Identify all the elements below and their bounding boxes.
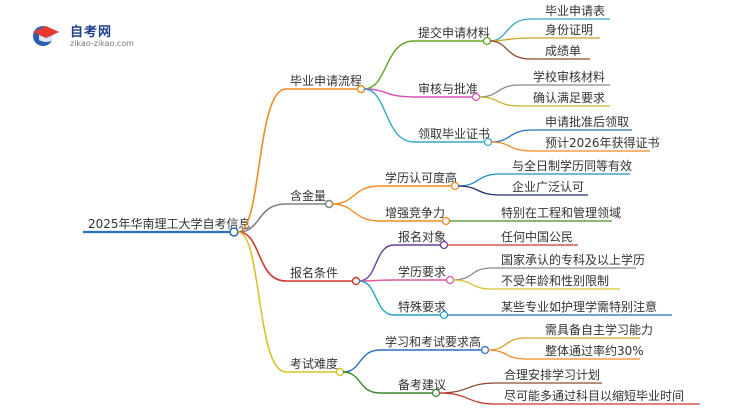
branch-signup-label: 报名条件 bbox=[290, 265, 338, 280]
branch-value[interactable]: 含金量 bbox=[286, 188, 334, 209]
svg-text:与全日制学历同等有效: 与全日制学历同等有效 bbox=[512, 158, 632, 173]
root-node[interactable]: 2025年华南理工大学自考信息 bbox=[83, 216, 251, 237]
node-education-label: 学历要求 bbox=[398, 264, 446, 279]
svg-text:尽可能多通过科目以缩短毕业时间: 尽可能多通过科目以缩短毕业时间 bbox=[504, 388, 684, 403]
branch-value-label: 含金量 bbox=[290, 188, 326, 203]
node-advice-label: 备考建议 bbox=[398, 378, 446, 392]
node-certificate[interactable]: 领取毕业证书 bbox=[414, 127, 493, 147]
node-special-label: 特殊要求 bbox=[398, 299, 446, 314]
node-competitiveness-label: 增强竞争力 bbox=[385, 206, 445, 220]
edge-root-difficulty bbox=[237, 231, 287, 373]
branch-process-label: 毕业申请流程 bbox=[290, 73, 362, 88]
leaf-widely-accepted[interactable]: 企业广泛认可 bbox=[500, 179, 588, 196]
node-study-requirements-label: 学习和考试要求高 bbox=[385, 334, 481, 349]
node-recognition-label: 学历认可度高 bbox=[385, 170, 457, 185]
svg-text:申请批准后领取: 申请批准后领取 bbox=[545, 114, 629, 129]
leaf-nursing-note[interactable]: 某些专业如护理学需特别注意 bbox=[490, 299, 672, 316]
svg-text:毕业申请表: 毕业申请表 bbox=[545, 4, 605, 18]
logo-subtitle: zikao-zikao.com bbox=[70, 39, 134, 48]
node-target[interactable]: 报名对象 bbox=[394, 229, 449, 250]
svg-text:学校审核材料: 学校审核材料 bbox=[533, 69, 605, 84]
leaf-self-study-ability[interactable]: 需具备自主学习能力 bbox=[526, 322, 653, 339]
node-education[interactable]: 学历要求 bbox=[394, 264, 455, 285]
svg-text:合理安排学习计划: 合理安排学习计划 bbox=[504, 367, 600, 382]
node-special[interactable]: 特殊要求 bbox=[394, 299, 449, 320]
svg-text:整体通过率约30%: 整体通过率约30% bbox=[545, 343, 644, 358]
leaf-study-plan[interactable]: 合理安排学习计划 bbox=[496, 367, 602, 384]
svg-text:需具备自主学习能力: 需具备自主学习能力 bbox=[545, 322, 653, 337]
edge-root-process bbox=[237, 88, 287, 233]
svg-text:国家承认的专科及以上学历: 国家承认的专科及以上学历 bbox=[501, 252, 645, 267]
site-logo: 自考网 zikao-zikao.com bbox=[30, 20, 150, 52]
svg-text:确认满足要求: 确认满足要求 bbox=[533, 91, 605, 105]
logo-title: 自考网 bbox=[70, 25, 113, 40]
node-review[interactable]: 审核与批准 bbox=[414, 81, 481, 102]
node-recognition[interactable]: 学历认可度高 bbox=[380, 170, 460, 191]
node-material[interactable]: 提交申请材料 bbox=[414, 25, 492, 46]
svg-text:成绩单: 成绩单 bbox=[545, 44, 581, 58]
node-advice[interactable]: 备考建议 bbox=[380, 378, 446, 398]
leaf-confirm-requirements[interactable]: 确认满足要求 bbox=[520, 91, 610, 107]
edge-root-value bbox=[237, 203, 287, 233]
leaf-expected-2026[interactable]: 预计2026年获得证书 bbox=[532, 135, 660, 152]
leaf-any-citizen[interactable]: 任何中国公民 bbox=[490, 229, 578, 246]
svg-text:任何中国公民: 任何中国公民 bbox=[501, 229, 573, 244]
node-study-requirements[interactable]: 学习和考试要求高 bbox=[380, 334, 490, 355]
branch-difficulty[interactable]: 考试难度 bbox=[286, 356, 345, 377]
node-competitiveness[interactable]: 增强竞争力 bbox=[380, 206, 451, 226]
graduation-cap-icon bbox=[33, 26, 59, 46]
branch-difficulty-label: 考试难度 bbox=[290, 356, 338, 371]
leaf-engineering-management[interactable]: 特别在工程和管理领域 bbox=[490, 205, 621, 222]
leaf-application-form[interactable]: 毕业申请表 bbox=[530, 4, 610, 20]
leaf-transcript[interactable]: 成绩单 bbox=[530, 44, 590, 60]
leaf-identity-proof[interactable]: 身份证明 bbox=[530, 22, 600, 39]
branch-process[interactable]: 毕业申请流程 bbox=[286, 73, 366, 94]
leaf-pass-rate[interactable]: 整体通过率约30% bbox=[526, 343, 644, 360]
leaf-equal-to-fulltime[interactable]: 与全日制学历同等有效 bbox=[500, 158, 632, 175]
leaf-no-age-gender-limit[interactable]: 不受年龄和性别限制 bbox=[492, 274, 620, 290]
svg-text:不受年龄和性别限制: 不受年龄和性别限制 bbox=[501, 274, 609, 288]
svg-text:身份证明: 身份证明 bbox=[545, 22, 593, 37]
leaf-collect-after-approval[interactable]: 申请批准后领取 bbox=[532, 114, 632, 131]
node-target-label: 报名对象 bbox=[398, 229, 446, 244]
root-label: 2025年华南理工大学自考信息 bbox=[88, 216, 251, 231]
leaf-school-review[interactable]: 学校审核材料 bbox=[520, 69, 610, 86]
node-certificate-label: 领取毕业证书 bbox=[418, 127, 490, 141]
node-material-label: 提交申请材料 bbox=[418, 25, 490, 40]
svg-text:特别在工程和管理领域: 特别在工程和管理领域 bbox=[501, 205, 621, 220]
node-review-label: 审核与批准 bbox=[418, 81, 478, 96]
svg-text:预计2026年获得证书: 预计2026年获得证书 bbox=[545, 135, 660, 150]
svg-text:企业广泛认可: 企业广泛认可 bbox=[512, 179, 584, 194]
branch-signup[interactable]: 报名条件 bbox=[286, 265, 361, 286]
edge-root-signup bbox=[237, 231, 287, 282]
svg-text:某些专业如护理学需特别注意: 某些专业如护理学需特别注意 bbox=[501, 299, 657, 314]
leaf-recognized-degree[interactable]: 国家承认的专科及以上学历 bbox=[492, 252, 645, 269]
leaf-shorten-time[interactable]: 尽可能多通过科目以缩短毕业时间 bbox=[496, 388, 700, 405]
